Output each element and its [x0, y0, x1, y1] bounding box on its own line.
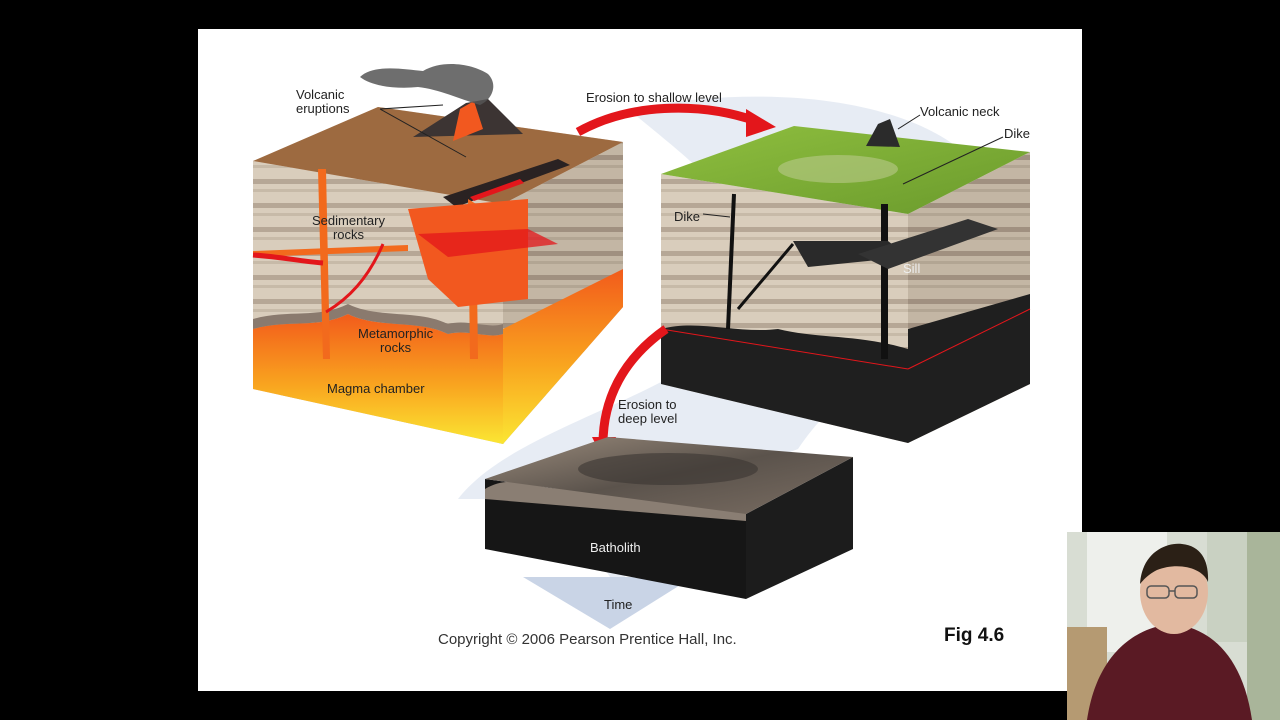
label-time: Time: [604, 597, 633, 612]
label-volcanic-eruptions: Volcanic eruptions: [296, 88, 349, 116]
label-line: deep level: [618, 411, 678, 426]
webcam-image: [1067, 532, 1280, 720]
erosion-shallow-arrow: [575, 103, 758, 136]
label-line: Erosion to: [618, 397, 677, 412]
label-line: Metamorphic: [358, 326, 434, 341]
label-line: Volcanic: [296, 87, 345, 102]
label-line: rocks: [380, 340, 412, 355]
time-arrowhead: [523, 577, 693, 629]
copyright-text: Copyright © 2006 Pearson Prentice Hall, …: [438, 631, 737, 648]
label-dike-right: Dike: [1004, 126, 1031, 141]
label-erosion-deep: Erosion to deep level: [618, 398, 677, 426]
intrusive-igneous-diagram: [252, 63, 1031, 629]
label-magma-chamber: Magma chamber: [327, 381, 425, 396]
label-line: eruptions: [296, 101, 350, 116]
volcanic-neck: [866, 119, 900, 147]
label-sedimentary-rocks: Sedimentary rocks: [312, 214, 385, 242]
figure-label: Fig 4.6: [944, 625, 1005, 646]
erosion-deep-arrow: [598, 325, 669, 445]
label-volcanic-neck: Volcanic neck: [920, 104, 1000, 119]
label-metamorphic-rocks: Metamorphic rocks: [358, 327, 433, 355]
label-batholith: Batholith: [590, 540, 641, 555]
smoke: [360, 63, 494, 105]
batholith-block: [485, 437, 853, 599]
right-block: [660, 114, 1031, 443]
label-line: rocks: [332, 227, 365, 242]
slide: Volcanic eruptions Sedimentary rocks Met…: [198, 29, 1082, 691]
left-block: [252, 63, 623, 444]
webcam-overlay: [1067, 532, 1280, 720]
label-dike-left: Dike: [674, 209, 701, 224]
label-erosion-shallow: Erosion to shallow level: [586, 90, 722, 105]
label-sill: Sill: [903, 261, 921, 276]
label-line: Sedimentary: [312, 213, 385, 228]
